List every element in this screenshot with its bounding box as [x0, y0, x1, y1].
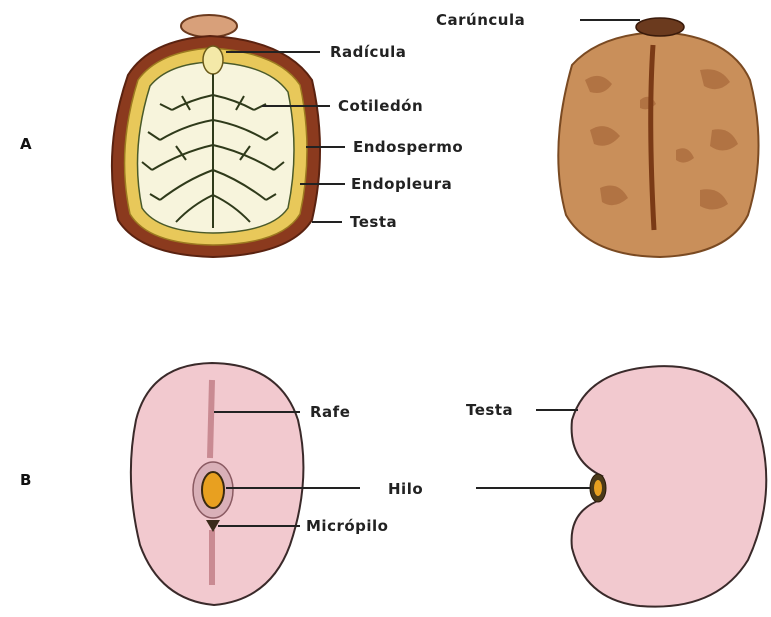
seed-exterior-drawing — [558, 18, 758, 257]
label-endospermo: Endospermo — [353, 138, 463, 156]
bean-front-drawing — [131, 363, 304, 605]
bean-side-drawing — [572, 366, 767, 607]
label-testa-a: Testa — [350, 213, 397, 231]
label-radicula: Radícula — [330, 43, 406, 61]
bean-side-hilum-center — [594, 480, 602, 496]
label-caruncula: Carúncula — [436, 11, 525, 29]
exterior-caruncle — [636, 18, 684, 36]
label-cotiledon: Cotiledón — [338, 97, 423, 115]
label-endopleura: Endopleura — [351, 175, 452, 193]
bean-hilum — [202, 472, 224, 508]
row-label-a: A — [20, 135, 32, 153]
label-micropilo: Micrópilo — [306, 517, 389, 535]
row-label-b: B — [20, 471, 31, 489]
section-caruncle — [181, 15, 237, 37]
bean-raphe — [210, 380, 212, 458]
label-rafe: Rafe — [310, 403, 350, 421]
label-testa-b: Testa — [466, 401, 513, 419]
section-radicle — [203, 46, 223, 74]
label-hilo: Hilo — [388, 480, 423, 498]
section-cotyledon — [138, 62, 295, 233]
